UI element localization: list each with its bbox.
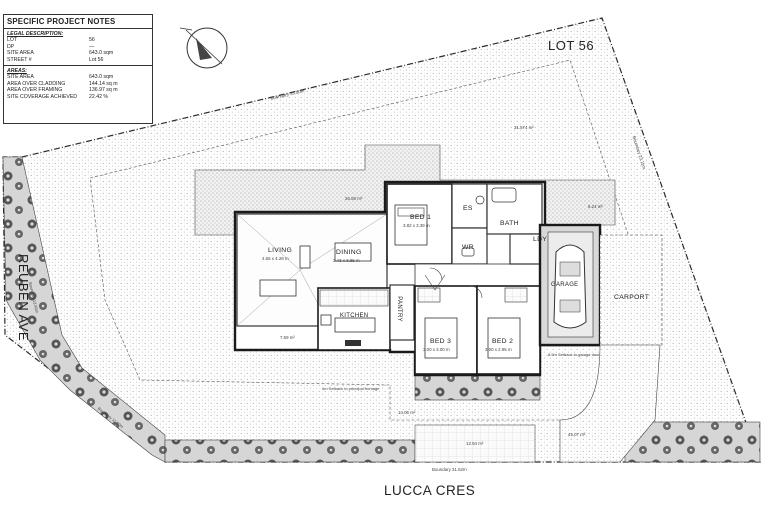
bed1-size: 3.82 x 3.39 m [403, 223, 430, 228]
laundry-label: LDY [533, 236, 548, 243]
living-label: LIVING [268, 247, 293, 254]
notes-title: SPECIFIC PROJECT NOTES [4, 15, 152, 29]
street-bottom: LUCCA CRES [384, 483, 476, 498]
setback-front-note: 4m Setback to principal frontage [322, 386, 380, 391]
area-front-left: 14.06 m² [398, 410, 416, 415]
street-left: REUBEN AVE [16, 253, 32, 342]
bed2-label: BED 2 [492, 338, 514, 345]
project-notes-table: SPECIFIC PROJECT NOTES LEGAL DESCRIPTION… [3, 14, 153, 124]
dining-label: DINING [336, 249, 362, 256]
area-right-small: 8.24 m² [588, 204, 603, 209]
laundry-room [509, 233, 543, 265]
legal-row: STREET #Lot 56 [7, 56, 104, 63]
wr-label: WR [462, 244, 474, 251]
ensuite-label: ES [463, 205, 473, 212]
area-left-strip: 7.59 m² [280, 335, 295, 340]
boundary-bottom: Boundary 31.52m [432, 467, 467, 472]
hallway [414, 263, 541, 287]
carport-area [599, 234, 663, 346]
ensuite-room [451, 183, 488, 229]
area-front-right: 45.07 m² [568, 432, 586, 437]
bath-label: BATH [500, 220, 519, 227]
lounge-sofa [259, 279, 297, 297]
dining-size: 3.43 x 3.85 m [333, 258, 360, 263]
garage-label: GARAGE [551, 282, 579, 288]
area-top-patio: 26.59 m² [345, 196, 363, 201]
bed3-label: BED 3 [430, 338, 452, 345]
carport-label: CARPORT [614, 294, 650, 301]
bed3-size: 3.00 x 3.00 m [423, 347, 450, 352]
pantry-label: PANTRY [395, 296, 402, 322]
bed2-size: 3.00 x 2.95 m [485, 347, 512, 352]
front-planting-strip [164, 439, 416, 463]
legal-row: DP— [7, 43, 95, 50]
bed-planting-strip [414, 374, 541, 401]
legal-heading: LEGAL DESCRIPTION: [7, 31, 64, 37]
bed1-label: BED 1 [410, 214, 432, 221]
pantry-room [389, 284, 415, 341]
driveway [559, 344, 661, 463]
setback-line [89, 59, 661, 421]
wr-room [451, 227, 488, 265]
north-arrow-icon [179, 27, 228, 69]
areas-heading: AREAS: [7, 68, 27, 75]
lot-label: LOT 56 [548, 38, 595, 53]
setback-side-note: 8.5m Setback to garage door [548, 352, 600, 357]
front-paving [414, 424, 536, 463]
kitchen-label: KITCHEN [340, 313, 369, 319]
area-main-yard: 31.574 m² [514, 125, 534, 130]
dining-table [334, 242, 372, 262]
area-front-mid: 12.94 m² [466, 441, 484, 446]
living-size: 4.65 x 4.28 m [262, 256, 289, 261]
